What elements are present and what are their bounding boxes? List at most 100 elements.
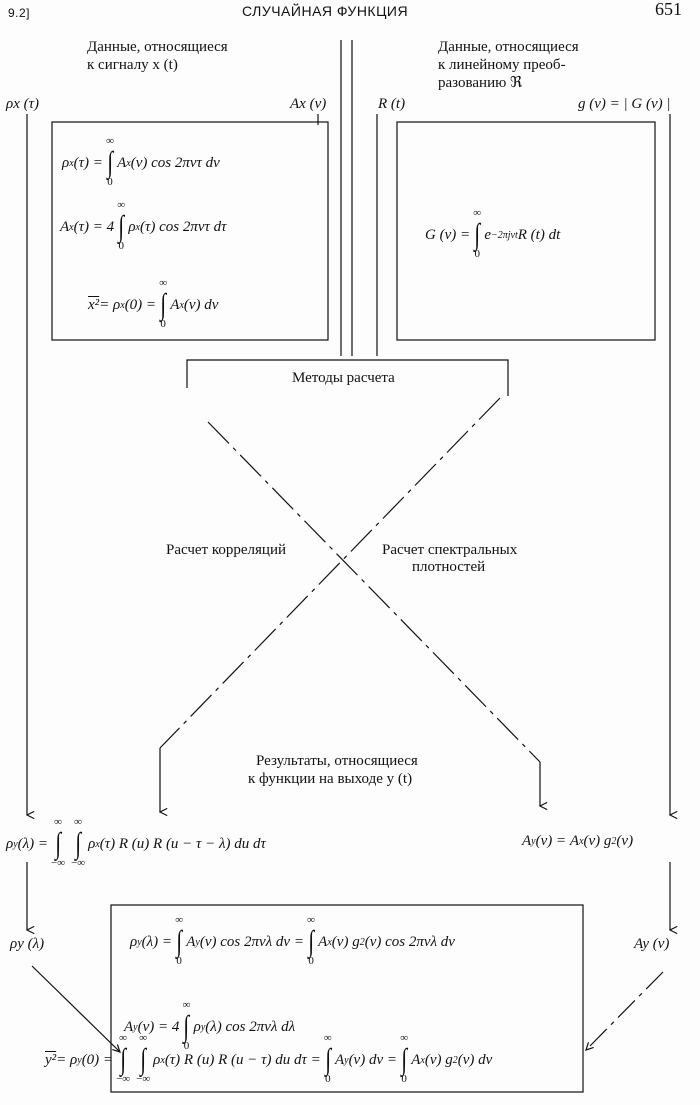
formula-term: = ρ xyxy=(56,1051,78,1068)
integral-symbol: ∫ xyxy=(183,1010,190,1043)
formula-term: A xyxy=(170,296,180,313)
integral-sign: ∞∫0 xyxy=(307,915,315,969)
upper-limit: ∞ xyxy=(119,1032,127,1044)
integral-sign: ∞∫0 xyxy=(175,915,183,969)
subscript: x xyxy=(135,221,140,233)
overlined-term: y² xyxy=(45,1051,57,1068)
lower-limit: −∞ xyxy=(136,1073,151,1085)
label-rho-x: ρx (τ) xyxy=(6,96,39,112)
formula-term: A xyxy=(124,1018,134,1035)
spectral-label-1: Расчет спектральных xyxy=(382,542,518,558)
upper-limit: ∞ xyxy=(54,816,62,828)
subscript: y xyxy=(344,1054,349,1066)
integral-sign: ∞∫0 xyxy=(159,278,167,332)
label-A-x: Ax (ν) xyxy=(290,96,327,112)
subscript: x xyxy=(120,299,125,311)
subscript: y xyxy=(133,1021,138,1033)
formula-term: (ν) = A xyxy=(535,833,580,849)
subscript: y xyxy=(531,836,536,847)
formula-term: ρ xyxy=(153,1051,161,1068)
integral-sign: ∞∫0 xyxy=(400,1033,408,1087)
upper-limit: ∞ xyxy=(175,914,184,926)
label-g: g (ν) = | G (ν) | xyxy=(578,96,671,112)
signal-box xyxy=(51,121,329,341)
integral-symbol: ∫ xyxy=(324,1043,331,1076)
formula-term: ρ xyxy=(193,1018,201,1035)
subscript: x xyxy=(69,157,74,169)
subscript: x xyxy=(160,1054,165,1066)
formula-term: (ν) g xyxy=(424,1051,453,1068)
page-number: 651 xyxy=(655,0,682,19)
formula-term: (ν) g xyxy=(583,833,612,849)
right-heading-3: разованию ℜ xyxy=(438,75,523,91)
formula-term: (λ) = xyxy=(141,933,173,950)
left-heading-2: к сигналу x (t) xyxy=(87,57,178,73)
transform-box xyxy=(396,121,656,341)
integral-symbol: ∫ xyxy=(55,827,61,860)
formula-term: (τ) cos 2πντ dτ xyxy=(139,218,227,235)
lower-limit: 0 xyxy=(183,1040,190,1052)
integral-sign: ∞∫0 xyxy=(117,200,125,254)
integral-sign: ∞∫−∞ xyxy=(71,817,85,871)
integral-symbol: ∫ xyxy=(176,925,183,958)
formula-term: (τ) = 4 xyxy=(73,218,115,235)
formula-term: ρ xyxy=(128,218,136,235)
superscript: 2 xyxy=(359,936,365,948)
superscript: −2πjνt xyxy=(491,229,518,241)
formula-term: A xyxy=(318,933,328,950)
upper-limit: ∞ xyxy=(117,199,126,211)
spectral-label-2: плотностей xyxy=(412,559,486,575)
upper-limit: ∞ xyxy=(400,1032,409,1044)
formula-term: (ν) dν xyxy=(457,1051,493,1068)
running-title: СЛУЧАЙНАЯ ФУНКЦИЯ xyxy=(242,3,409,19)
formula-term: A xyxy=(186,933,196,950)
upper-limit: ∞ xyxy=(159,277,168,289)
superscript: 2 xyxy=(452,1054,458,1066)
label-rho-y: ρy (λ) xyxy=(10,936,45,952)
formula-term: (ν) cos 2πνλ dν xyxy=(364,933,455,950)
formula-term: (τ) = xyxy=(73,154,103,171)
superscript: 2 xyxy=(611,836,617,847)
formula-term: (λ) cos 2πνλ dλ xyxy=(205,1018,296,1035)
results-label-1: Результаты, относящиеся xyxy=(256,753,418,769)
integral-sign: ∞∫−∞ xyxy=(116,1033,130,1087)
formula-term: ρ xyxy=(88,835,96,852)
formula-term: (0) = xyxy=(81,1051,114,1068)
subscript: x xyxy=(126,157,131,169)
integral-sign: ∞∫−∞ xyxy=(51,817,65,871)
integral-sign: ∞∫0 xyxy=(324,1033,332,1087)
lower-limit: 0 xyxy=(325,1073,331,1085)
lower-limit: 0 xyxy=(308,955,314,967)
label-R-t: R (t) xyxy=(378,96,406,112)
formula-term: (ν) g xyxy=(331,933,360,950)
formula-term: (λ) = xyxy=(17,835,49,852)
upper-limit: ∞ xyxy=(307,914,315,926)
formula-term: A xyxy=(117,154,127,171)
correlation-label: Расчет корреляций xyxy=(166,542,287,558)
formula-term: (ν) cos 2πντ dν xyxy=(130,154,220,171)
right-heading-2: к линейному преоб- xyxy=(438,57,566,73)
section-number: 9.2] xyxy=(8,6,31,20)
formula-term: (τ) R (u) R (u − τ − λ) du dτ xyxy=(99,835,266,852)
formula-term: (ν) cos 2πνλ dν = xyxy=(199,933,304,950)
lower-limit: 0 xyxy=(118,240,124,252)
integral-symbol: ∫ xyxy=(107,146,113,179)
formula-term: (τ) R (u) R (u − τ) du dτ = xyxy=(164,1051,321,1068)
integral-sign: ∞∫−∞ xyxy=(136,1033,150,1087)
subscript: y xyxy=(137,936,142,948)
lower-limit: −∞ xyxy=(71,857,86,869)
subscript: y xyxy=(195,936,200,948)
label-A-y: Ay (ν) xyxy=(634,936,670,952)
formula-term: (0) = xyxy=(124,296,157,313)
formula-term: G (ν) = xyxy=(425,226,471,243)
formula-term: = ρ xyxy=(99,296,121,313)
lower-limit: 0 xyxy=(160,318,166,330)
methods-label: Методы расчета xyxy=(292,370,395,386)
